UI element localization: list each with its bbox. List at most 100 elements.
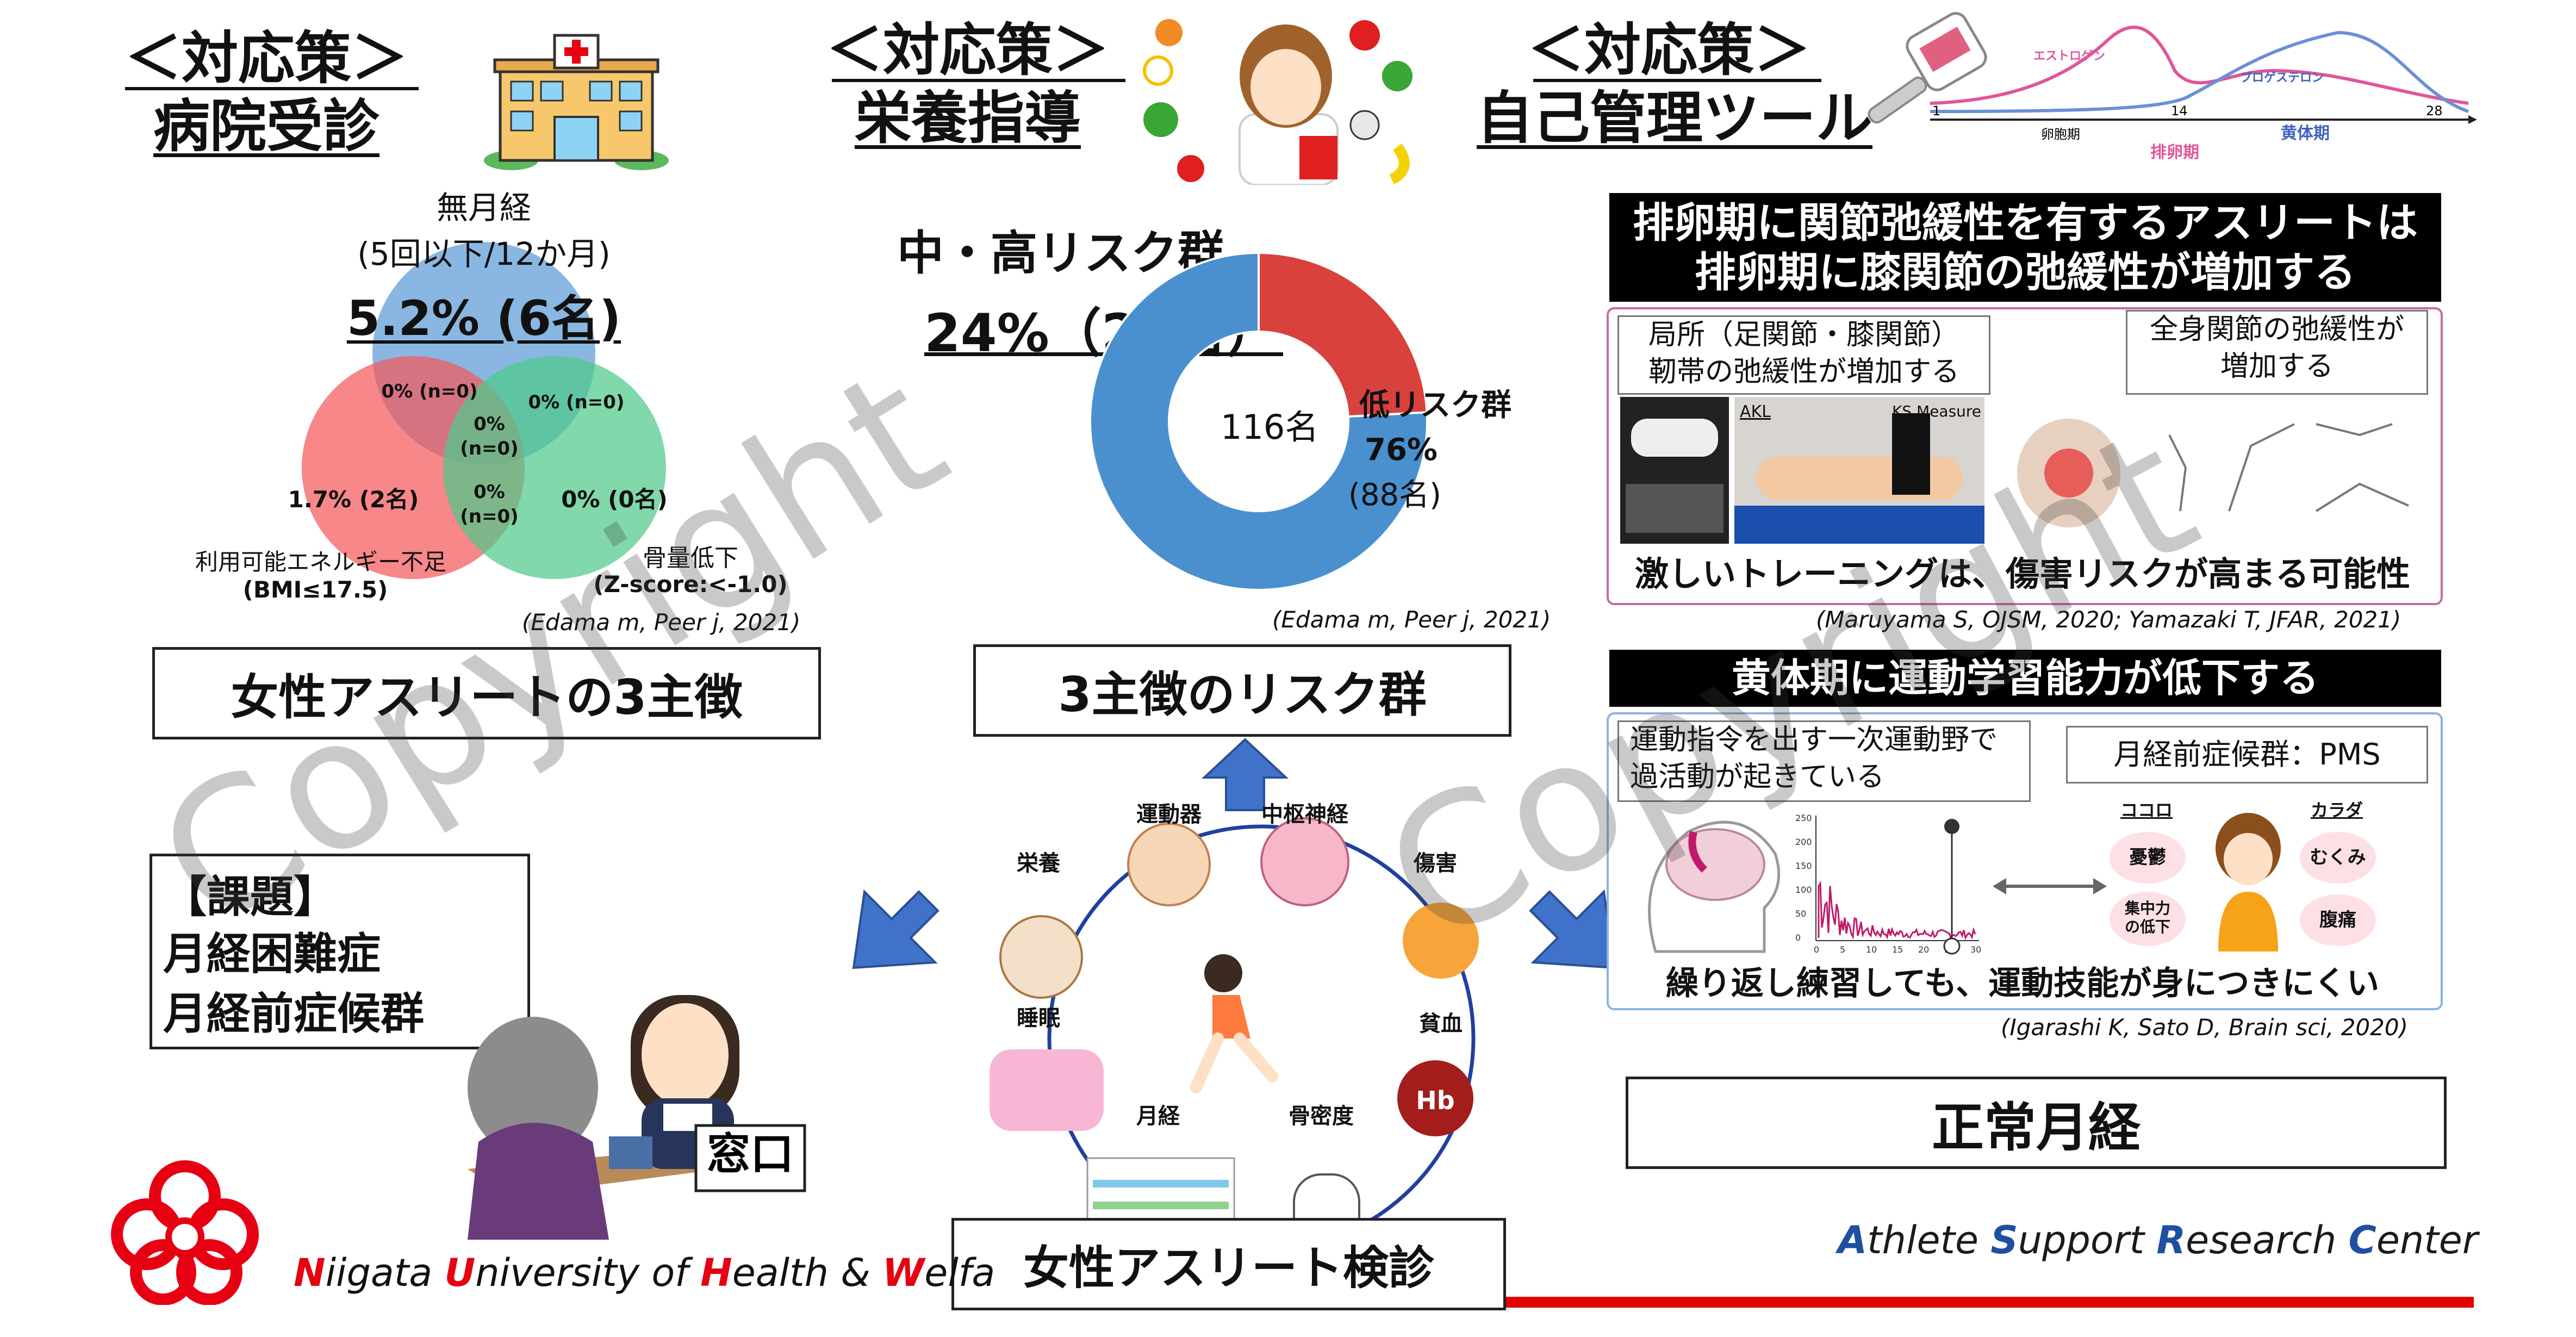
window-sign: 窓口 (707, 1129, 794, 1179)
athlete-checkup-box: 女性アスリート検診 (951, 1218, 1506, 1310)
sleep-icon (990, 1049, 1104, 1131)
emg-x-tick: 10 (1866, 944, 1877, 955)
issue-box (150, 854, 530, 1049)
svg-text:1: 1 (1932, 103, 1940, 119)
mid-heading-top: ＜対応策＞ (826, 17, 1109, 83)
thermometer-icon (1868, 12, 1987, 124)
left-heading-rule (125, 87, 419, 90)
venn-right-label: 骨量低下 (643, 544, 738, 572)
left-citation: (Edama m, Peer j, 2021) (522, 609, 801, 636)
right-heading-main: 自己管理ツール (1476, 85, 1872, 151)
emg-y-tick: 100 (1795, 885, 1812, 895)
svg-text:排卵期: 排卵期 (2150, 143, 2199, 162)
risk-label: 中・高リスク群 (897, 226, 1224, 281)
venn-right-sub: (Z-score:<-1.0) (593, 571, 788, 598)
knee-pain-icon (2017, 419, 2120, 527)
arrow-upright-icon (1529, 889, 1616, 969)
kokoro-label: ココロ (2120, 800, 2173, 820)
symptom-abdominal-pain: 腹痛 (2300, 894, 2376, 946)
venn-left-sub: (BMI≤17.5) (242, 576, 388, 603)
symptom-concentration: 集中力 の低下 (2110, 892, 2186, 946)
cycle-sleep: 睡眠 (1017, 1006, 1060, 1031)
arrow-upleft-icon (852, 889, 939, 969)
left-heading-main: 病院受診 (153, 93, 379, 159)
mid-citation: (Edama m, Peer j, 2021) (1272, 606, 1551, 633)
pms-woman-icon (2216, 813, 2281, 952)
cycle-injury: 傷害 (1414, 851, 1457, 876)
ks-measure-photo (1734, 397, 1984, 544)
venn-right-value: 0% (0名) (561, 486, 668, 513)
emg-x-tick: 5 (1840, 944, 1845, 955)
emg-y-tick: 50 (1795, 909, 1806, 919)
donut-low-pct: 76% (1365, 432, 1438, 468)
left-heading-top: ＜対応策＞ (125, 25, 408, 91)
mid-heading-rule (832, 79, 1125, 82)
normal-menses-box: 正常月経 (1626, 1077, 2447, 1169)
venn-lower-a: 0% (474, 481, 505, 503)
estrogen-line (1930, 26, 2469, 105)
hormone-cycle-chart: 1 14 28 卵胞期 黄体期 排卵期 エストロゲン プロゲステロン (1930, 26, 2477, 162)
right-heading-top: ＜対応策＞ (1527, 17, 1810, 83)
karada-label: カラダ (2311, 800, 2363, 820)
cycle-anemia: 貧血 (1419, 1011, 1463, 1036)
research-center-text: Athlete Support Research Center (1838, 1218, 2478, 1263)
university-name-text: Niigata University of Health & Welfa (294, 1251, 995, 1295)
risk-donut-chart (1089, 251, 1428, 591)
research-center-name: Athlete Support Research Center (1838, 1218, 2478, 1263)
cycle-cns: 中枢神経 (1261, 802, 1348, 827)
issue-title: 【課題】 (163, 872, 337, 922)
training-risk-text: 激しいトレーニングは、傷害リスクが高まる可能性 (1634, 554, 2410, 594)
mid-heading-main: 栄養指導 (854, 85, 1081, 151)
donut-slice-high-risk (1258, 251, 1428, 418)
venn-lt-overlap: 0% (n=0) (381, 381, 478, 402)
issue-item-1: 月経困難症 (163, 929, 381, 979)
university-logo-icon (111, 1160, 259, 1305)
brain-head-icon (1648, 820, 1781, 953)
nutrition-icon (999, 915, 1083, 999)
footer-red-line (1506, 1297, 2474, 1308)
motor-icon (1127, 823, 1211, 906)
pms-box: 月経前症候群：PMS (2066, 726, 2428, 783)
reception-illustration: 窓口 (468, 995, 806, 1240)
ultrasound-photo (1620, 397, 1729, 544)
double-arrow-icon (1993, 878, 2107, 894)
venn-lower-b: (n=0) (460, 506, 519, 527)
svg-text:28: 28 (2426, 103, 2443, 119)
akl-label: AKL (1740, 402, 1771, 421)
svg-text:エストロゲン: エストロゲン (2033, 49, 2105, 63)
emg-x-tick: 15 (1892, 944, 1903, 955)
venn-circle-bone (443, 356, 666, 579)
repeat-practice-text: 繰り返し練習しても、運動技能が身につきにくい (1665, 965, 2380, 1003)
triad-box: 女性アスリートの3主徴 (152, 647, 821, 739)
venn-top-label: 無月経 (436, 189, 531, 226)
hospital-icon (484, 34, 669, 170)
venn-left-value: 1.7% (2名) (288, 486, 419, 513)
brain-icon (1260, 817, 1349, 906)
university-name: Niigata University of Health & Welfa (294, 1251, 995, 1295)
venn-rt-overlap: 0% (n=0) (528, 391, 625, 413)
symptom-depression: 憂鬱 (2110, 832, 2186, 884)
venn-center-a: 0% (474, 413, 505, 435)
emg-y-tick: 150 (1795, 861, 1812, 871)
emg-y-tick: 200 (1795, 837, 1812, 847)
runner-icon (1204, 954, 1242, 992)
cycle-motor: 運動器 (1136, 802, 1202, 827)
scale-bar-icon (1943, 819, 1961, 955)
svg-text:Hb: Hb (1416, 1086, 1454, 1115)
dietitian-illustration (1143, 19, 1413, 185)
local-laxity-box: 局所（足関節・膝関節） 靭帯の弛緩性が増加する (1617, 315, 1990, 395)
progesterone-line (1930, 30, 2469, 113)
venn-left-label: 利用可能エネルギー不足 (195, 549, 446, 575)
venn-top-value: 5.2% (6名) (346, 290, 621, 346)
donut-low-label: 低リスク群 (1359, 388, 1511, 423)
issue-item-2: 月経前症候群 (163, 988, 424, 1039)
risk-group-box: 3主徴のリスク群 (973, 644, 1511, 737)
svg-text:黄体期: 黄体期 (2281, 124, 2330, 143)
venn-top-sub: (5回以下/12か月) (357, 235, 611, 272)
right-citation-2: (Igarashi K, Sato D, Brain sci, 2020) (2001, 1014, 2408, 1041)
hypermobility-figures (2168, 423, 2409, 512)
right-heading-rule (1533, 79, 1821, 82)
luteal-learning-bar: 黄体期に運動学習能力が低下する (1609, 650, 2441, 707)
donut-low-n: (88名) (1348, 477, 1441, 513)
emg-y-tick: 0 (1795, 932, 1801, 943)
